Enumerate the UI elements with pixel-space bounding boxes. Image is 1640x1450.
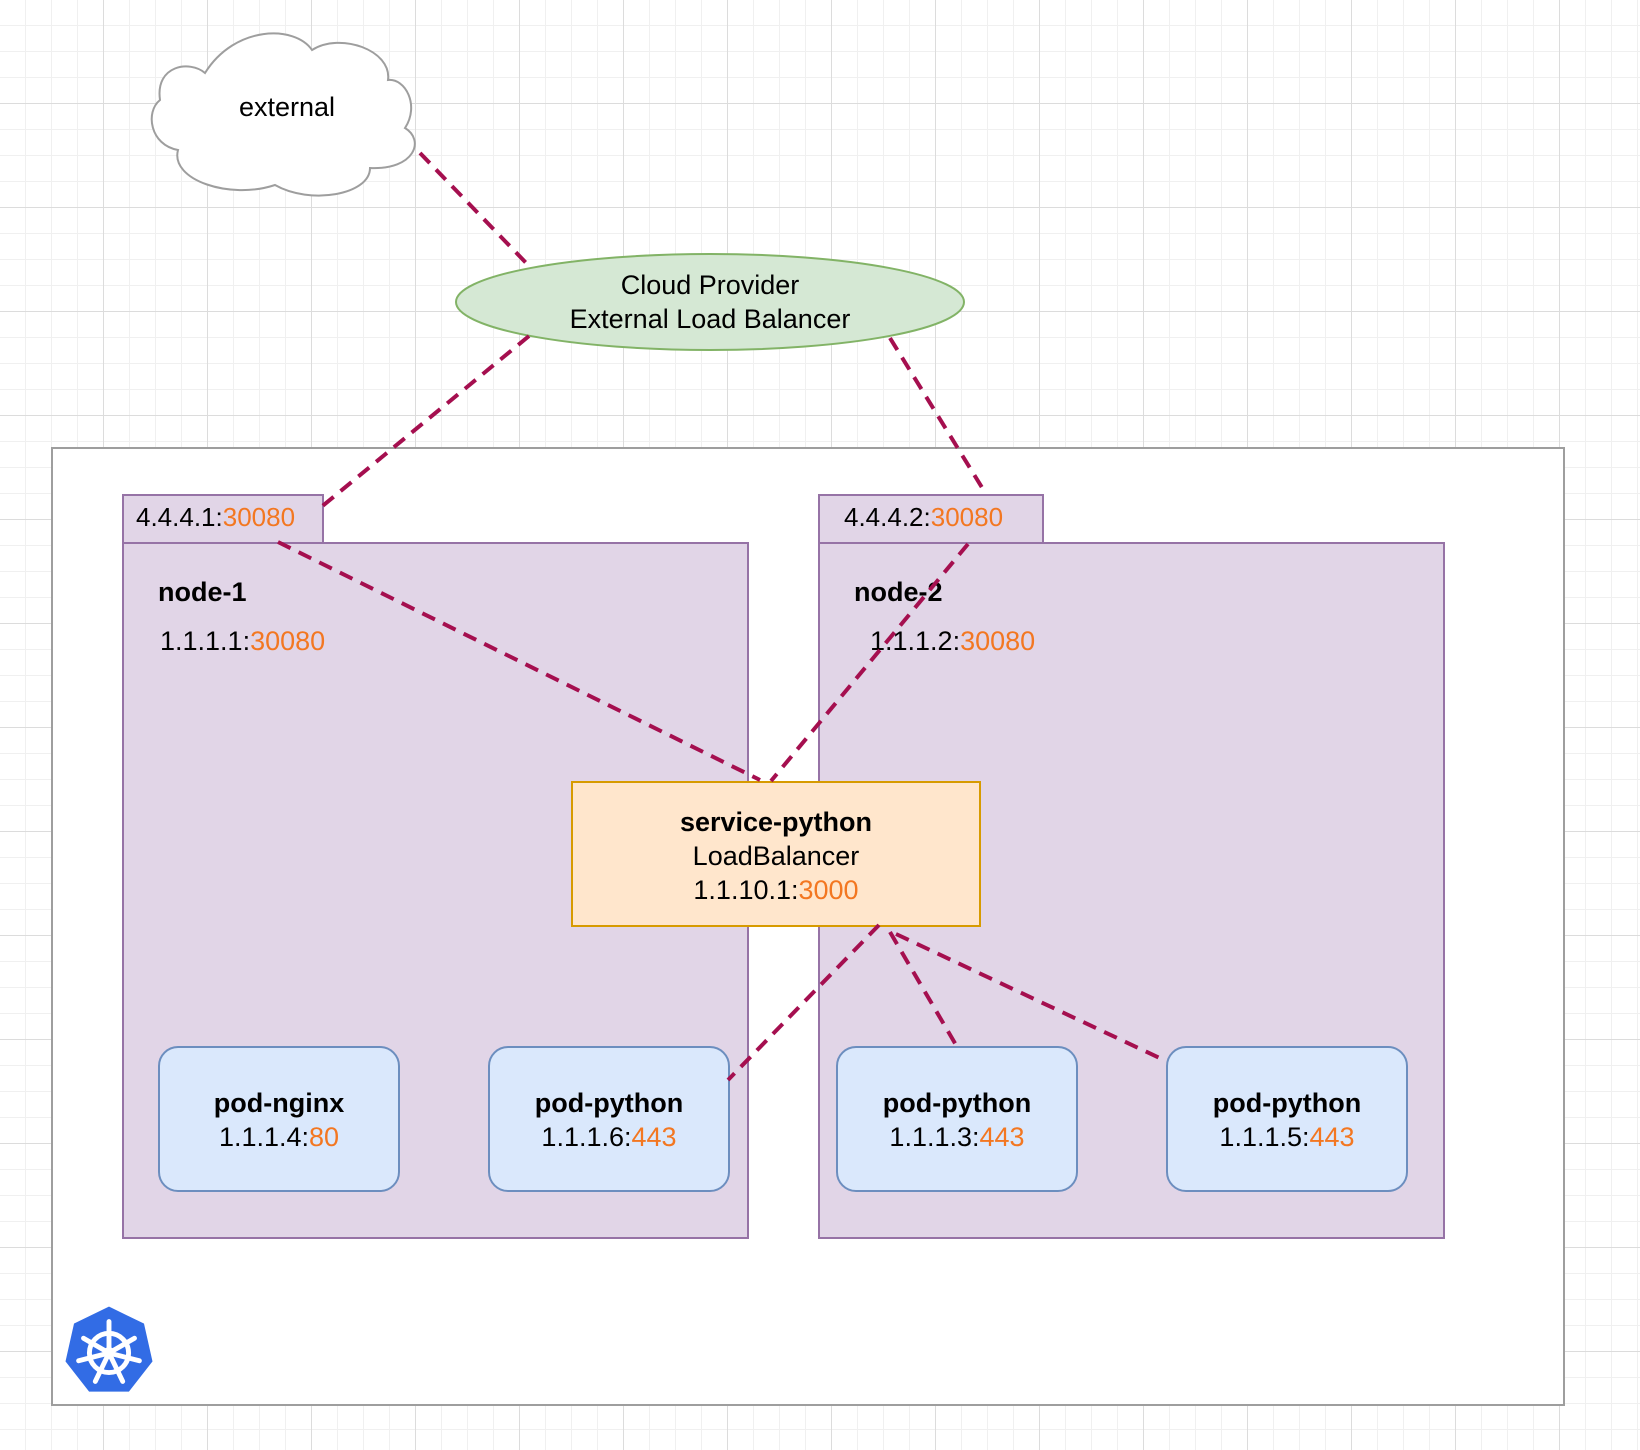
load-balancer-line-2: External Load Balancer — [569, 304, 851, 334]
pod-name: pod-python — [882, 1088, 1032, 1118]
service-address: 1.1.10.1:3000 — [573, 873, 979, 907]
kubernetes-helm-icon — [62, 1303, 156, 1395]
service-ip: 1.1.10.1: — [693, 875, 799, 905]
node-2-external-ip: 4.4.4.2: — [844, 502, 931, 532]
node-2-internal-port: 30080 — [960, 626, 1036, 656]
node-1-external-port: 30080 — [222, 502, 296, 532]
service-port: 3000 — [798, 875, 859, 905]
connector-service-to-pod-1-1-1-3 — [888, 930, 958, 1047]
service-type: LoadBalancer — [692, 841, 860, 871]
connector-lb-to-node-1 — [318, 334, 531, 510]
connector-lb-to-node-2 — [888, 336, 988, 496]
pod-port: 443 — [1309, 1122, 1355, 1152]
pod-port: 443 — [979, 1122, 1025, 1152]
service-name: service-python — [679, 807, 873, 837]
pod-python-1-1-1-3: pod-python 1.1.1.3:443 — [836, 1046, 1078, 1192]
pod-name: pod-nginx — [213, 1088, 345, 1118]
node-1-title: node-1 — [158, 577, 247, 607]
connector-node-2-to-service — [769, 542, 970, 783]
node-1-internal-ip: 1.1.1.1: — [160, 626, 251, 656]
node-1-external-address: 4.4.4.1:30080 — [122, 494, 324, 544]
cloud-icon — [150, 32, 416, 197]
service-python: service-python LoadBalancer 1.1.10.1:300… — [571, 781, 981, 927]
load-balancer-line-1: Cloud Provider — [620, 270, 800, 300]
node-1-internal-address: 1.1.1.1:30080 — [160, 626, 325, 657]
pod-port: 80 — [309, 1122, 340, 1152]
pod-ip: 1.1.1.5: — [1219, 1122, 1310, 1152]
pod-address: 1.1.1.4:80 — [160, 1120, 398, 1154]
external-label: external — [238, 92, 336, 122]
external-load-balancer — [455, 253, 965, 351]
pod-ip: 1.1.1.4: — [218, 1122, 310, 1152]
node-1-external-ip: 4.4.4.1: — [136, 502, 223, 532]
node-2-title: node-2 — [854, 577, 943, 607]
pod-ip: 1.1.1.3: — [889, 1122, 980, 1152]
pod-address: 1.1.1.5:443 — [1168, 1120, 1406, 1154]
node-2-internal-address: 1.1.1.2:30080 — [870, 626, 1035, 657]
connector-node-1-to-service — [277, 540, 761, 782]
pod-port: 443 — [631, 1122, 677, 1152]
pod-address: 1.1.1.3:443 — [838, 1120, 1076, 1154]
node-2-external-address: 4.4.4.2:30080 — [818, 494, 1044, 544]
pod-nginx: pod-nginx 1.1.1.4:80 — [158, 1046, 400, 1192]
connector-service-to-pod-1-1-1-6 — [726, 923, 881, 1082]
node-2-external-port: 30080 — [930, 502, 1004, 532]
load-balancer-label: Cloud Provider External Load Balancer — [456, 268, 964, 336]
connector-service-to-pod-1-1-1-5 — [895, 932, 1167, 1063]
pod-name: pod-python — [534, 1088, 684, 1118]
pod-address: 1.1.1.6:443 — [490, 1120, 728, 1154]
pod-python-1-1-1-6: pod-python 1.1.1.6:443 — [488, 1046, 730, 1192]
pod-python-1-1-1-5: pod-python 1.1.1.5:443 — [1166, 1046, 1408, 1192]
pod-name: pod-python — [1212, 1088, 1362, 1118]
pod-ip: 1.1.1.6: — [541, 1122, 632, 1152]
connector-external-to-lb — [418, 151, 533, 270]
node-1-internal-port: 30080 — [250, 626, 326, 656]
